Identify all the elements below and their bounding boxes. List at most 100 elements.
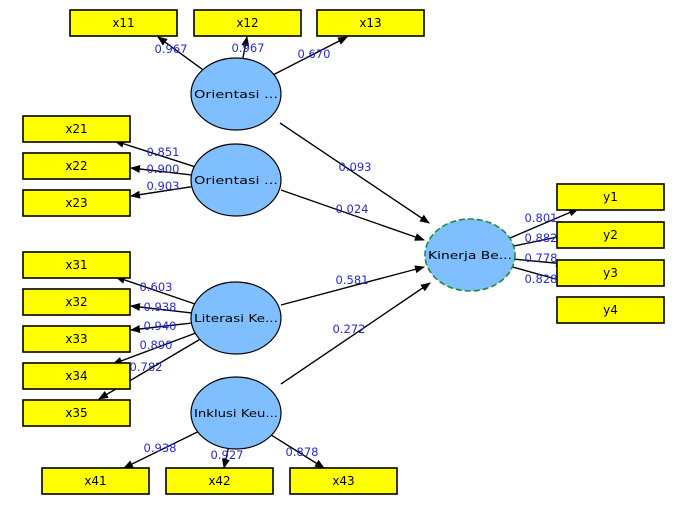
indicator-label: x43 <box>332 474 354 488</box>
loading-arrow-x13 <box>273 36 348 76</box>
loading-label-y1: 0.801 <box>525 211 558 225</box>
indicator-box <box>41 467 150 495</box>
loading-label-x12: 0.967 <box>232 41 265 55</box>
indicator-box <box>289 467 398 495</box>
indicator-label: x21 <box>65 122 87 136</box>
loading-label-y3: 0.778 <box>525 251 558 265</box>
loading-arrow-x12 <box>241 36 250 59</box>
loading-label-x34: 0.890 <box>140 338 173 352</box>
path-coefficient-lv2: 0.024 <box>336 202 369 216</box>
latent-label: Orientasi ... <box>194 174 278 187</box>
latent-variable-lv5[interactable]: Kinerja Be... <box>424 218 516 292</box>
path-coefficient-lv4: 0.272 <box>333 322 366 336</box>
indicator-box <box>316 9 425 37</box>
indicator-box <box>165 467 274 495</box>
indicator-y4[interactable]: y4 <box>556 296 665 324</box>
latent-ellipse <box>190 376 282 450</box>
indicator-box <box>193 9 302 37</box>
indicator-label: x31 <box>65 258 87 272</box>
indicator-label: y2 <box>603 228 618 242</box>
loading-label-y4: 0.828 <box>525 272 558 286</box>
indicator-x13[interactable]: x13 <box>316 9 425 37</box>
indicator-x23[interactable]: x23 <box>22 189 131 217</box>
loading-label-x22: 0.900 <box>147 162 180 176</box>
latent-ellipse <box>424 218 516 292</box>
indicator-box <box>556 259 665 287</box>
loading-label-x23: 0.903 <box>147 179 180 193</box>
indicator-x31[interactable]: x31 <box>22 251 131 279</box>
loading-arrow-x11 <box>157 36 204 71</box>
loading-label-x33: 0.940 <box>144 319 177 333</box>
path-arrow-lv3-lv5 <box>280 265 425 306</box>
indicator-box <box>69 9 178 37</box>
path-coefficient-lv3: 0.581 <box>336 273 369 287</box>
indicator-box <box>22 251 131 279</box>
indicator-box <box>22 362 131 390</box>
indicator-box <box>22 189 131 217</box>
indicator-x43[interactable]: x43 <box>289 467 398 495</box>
latent-variable-lv3[interactable]: Literasi Ke... <box>190 281 282 355</box>
indicator-y3[interactable]: y3 <box>556 259 665 287</box>
latent-label: Literasi Ke... <box>194 312 278 325</box>
loading-label-x41: 0.938 <box>144 441 177 455</box>
indicator-x22[interactable]: x22 <box>22 152 131 180</box>
indicator-label: y4 <box>603 303 618 317</box>
indicator-box <box>556 296 665 324</box>
indicator-label: x41 <box>84 474 106 488</box>
path-arrow-lv4-lv5 <box>280 282 431 385</box>
indicator-label: x22 <box>65 159 87 173</box>
indicator-box <box>22 399 131 427</box>
loading-label-y2: 0.882 <box>525 231 558 245</box>
indicator-x11[interactable]: x11 <box>69 9 178 37</box>
indicator-y1[interactable]: y1 <box>556 183 665 211</box>
indicator-label: x32 <box>65 295 87 309</box>
latent-variable-lv2[interactable]: Orientasi ... <box>190 143 282 217</box>
indicator-label: x11 <box>112 16 134 30</box>
path-arrow-lv1-lv5 <box>279 122 430 224</box>
loading-arrow-x31 <box>115 276 195 305</box>
loading-label-x43: 0.878 <box>286 445 319 459</box>
indicator-x42[interactable]: x42 <box>165 467 274 495</box>
latent-label: Kinerja Be... <box>428 249 512 262</box>
loading-label-x13: 0.670 <box>298 47 331 61</box>
path-arrow-lv2-lv5 <box>280 189 425 241</box>
loading-label-x42: 0.927 <box>211 448 244 462</box>
indicator-box <box>22 288 131 316</box>
latent-label: Orientasi ... <box>194 88 278 101</box>
loading-label-x31: 0.603 <box>140 280 173 294</box>
latent-variable-lv1[interactable]: Orientasi ... <box>190 57 282 131</box>
latent-ellipse <box>190 57 282 131</box>
indicator-label: x34 <box>65 369 87 383</box>
path-coefficient-lv1: 0.093 <box>339 160 372 174</box>
indicator-box <box>556 183 665 211</box>
indicator-y2[interactable]: y2 <box>556 221 665 249</box>
loading-arrow-x42 <box>222 448 230 469</box>
loading-arrow-x43 <box>271 434 325 469</box>
indicator-label: x12 <box>236 16 258 30</box>
loading-arrow-x41 <box>123 431 198 469</box>
latent-ellipse <box>190 281 282 355</box>
indicator-box <box>556 221 665 249</box>
indicator-label: x23 <box>65 196 87 210</box>
loading-arrow-x33 <box>130 322 192 333</box>
latent-label: Inklusi Keu... <box>194 407 278 420</box>
indicator-x35[interactable]: x35 <box>22 399 131 427</box>
loading-arrow-y1 <box>509 208 579 239</box>
indicator-box <box>22 152 131 180</box>
indicator-box <box>22 115 131 143</box>
indicator-x41[interactable]: x41 <box>41 467 150 495</box>
indicator-x12[interactable]: x12 <box>193 9 302 37</box>
indicator-x33[interactable]: x33 <box>22 325 131 353</box>
loading-label-x11: 0.967 <box>155 42 188 56</box>
indicator-label: x33 <box>65 332 87 346</box>
indicator-label: x35 <box>65 406 87 420</box>
indicator-x34[interactable]: x34 <box>22 362 131 390</box>
latent-ellipse <box>190 143 282 217</box>
indicator-label: y1 <box>603 190 618 204</box>
loading-arrow-x21 <box>114 139 195 168</box>
indicator-label: y3 <box>603 266 618 280</box>
indicator-x21[interactable]: x21 <box>22 115 131 143</box>
latent-variable-lv4[interactable]: Inklusi Keu... <box>190 376 282 450</box>
indicator-x32[interactable]: x32 <box>22 288 131 316</box>
